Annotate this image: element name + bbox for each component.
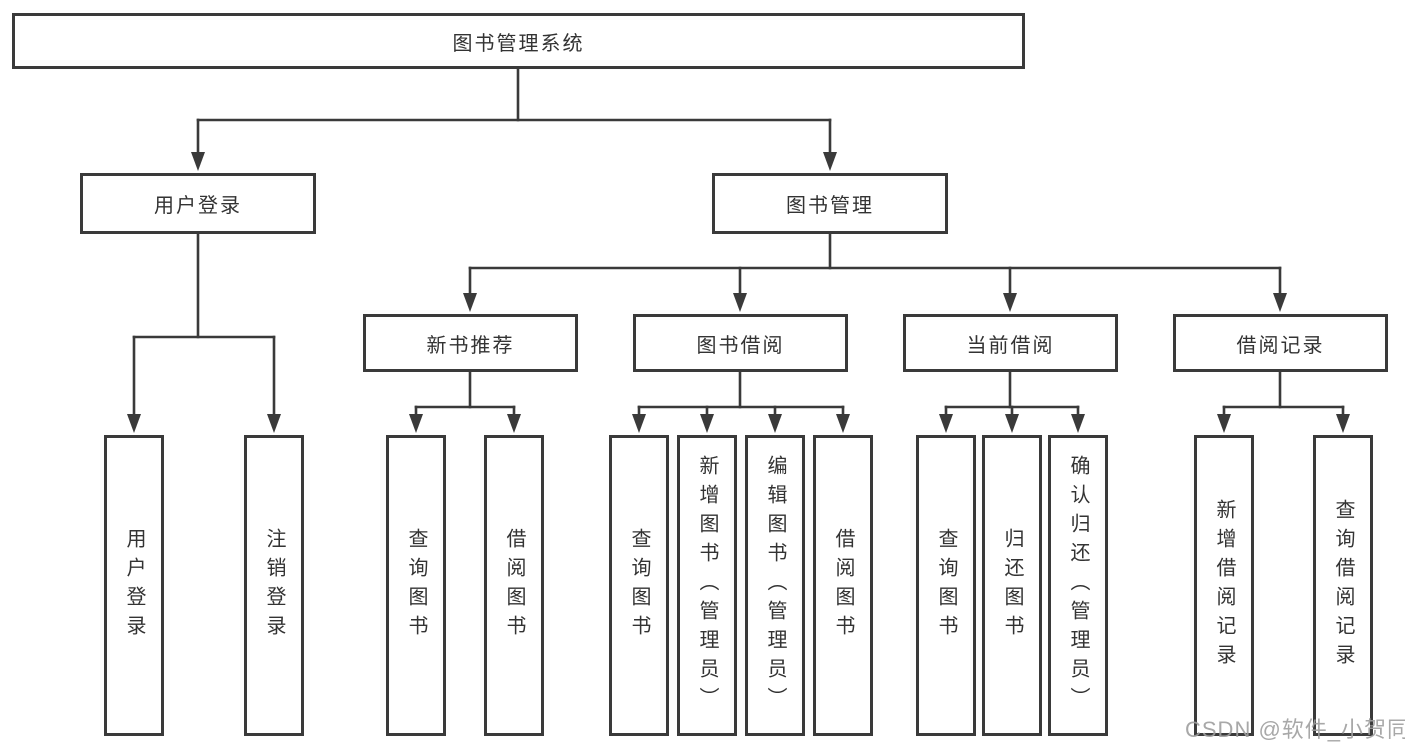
leaf-bb-query-books: 查询图书 xyxy=(609,435,669,736)
leaf-cb-query-books: 查询图书 xyxy=(916,435,976,736)
arrowheads xyxy=(127,152,1350,433)
csdn-watermark: CSDN @软件_小贺同学 xyxy=(1185,717,1405,742)
node-book-management: 图书管理 xyxy=(712,173,948,234)
node-borrow-records: 借阅记录 xyxy=(1173,314,1388,372)
leaf-bb-edit-books-admin: 编辑图书（管理员） xyxy=(745,435,805,736)
leaf-bb-add-books-admin: 新增图书（管理员） xyxy=(677,435,737,736)
leaf-br-add-record: 新增借阅记录 xyxy=(1194,435,1254,736)
leaf-user-login: 用户登录 xyxy=(104,435,164,736)
leaf-cb-confirm-return-admin: 确认归还（管理员） xyxy=(1048,435,1108,736)
node-book-borrow: 图书借阅 xyxy=(633,314,848,372)
leaf-logout: 注销登录 xyxy=(244,435,304,736)
node-user-login: 用户登录 xyxy=(80,173,316,234)
node-current-borrow: 当前借阅 xyxy=(903,314,1118,372)
leaf-bb-borrow-books: 借阅图书 xyxy=(813,435,873,736)
node-new-book-recommend: 新书推荐 xyxy=(363,314,578,372)
leaf-br-query-record: 查询借阅记录 xyxy=(1313,435,1373,736)
leaf-nb-borrow-books: 借阅图书 xyxy=(484,435,544,736)
leaf-cb-return-books: 归还图书 xyxy=(982,435,1042,736)
node-root-system: 图书管理系统 xyxy=(12,13,1025,69)
leaf-nb-query-books: 查询图书 xyxy=(386,435,446,736)
